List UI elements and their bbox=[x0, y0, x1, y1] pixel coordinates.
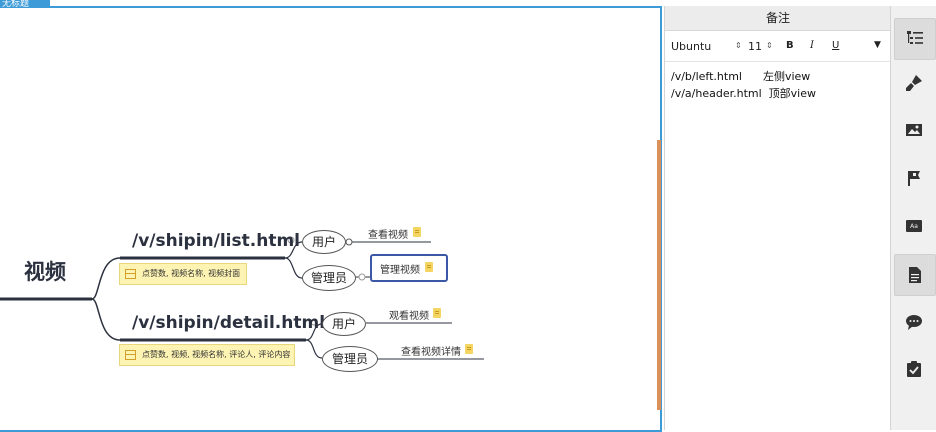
leaf-topic[interactable]: 查看视频详情 bbox=[401, 347, 461, 358]
bold-button[interactable]: B bbox=[786, 40, 794, 51]
connector-lines bbox=[0, 236, 484, 360]
font-size-spinner-icon[interactable]: ⇕ bbox=[766, 41, 773, 50]
sheet-tab[interactable]: 无标题 bbox=[0, 0, 50, 8]
leaf-topic[interactable]: 查看视频 bbox=[368, 230, 408, 241]
notes-line: /v/a/header.html 顶部view bbox=[671, 87, 816, 100]
branch-topic-detail[interactable]: /v/shipin/detail.html bbox=[132, 313, 326, 333]
underline-button[interactable]: U bbox=[832, 40, 840, 51]
flag-icon[interactable] bbox=[894, 158, 934, 198]
comment-icon[interactable] bbox=[894, 302, 934, 342]
label-icon[interactable]: Aa bbox=[894, 206, 934, 246]
font-family-spinner-icon[interactable]: ⇕ bbox=[735, 41, 742, 50]
notes-panel-title: 备注 bbox=[665, 6, 891, 31]
leaf-topic-selected[interactable]: 管理视频 bbox=[380, 265, 420, 276]
note-icon[interactable] bbox=[413, 227, 421, 237]
notes-toolbar: Ubuntu ⇕ 11 ⇕ B I U ▼ bbox=[665, 31, 891, 62]
role-node-admin[interactable]: 管理员 bbox=[302, 265, 356, 291]
italic-button[interactable]: I bbox=[810, 40, 814, 51]
outline-icon[interactable] bbox=[894, 18, 936, 60]
mindmap-canvas[interactable]: 无标题 视频 /v/shipin/list.html 点赞数, 视频名称, 视频… bbox=[0, 0, 662, 432]
selected-topic-frame[interactable] bbox=[370, 254, 448, 282]
branch-topic-list[interactable]: /v/shipin/list.html bbox=[132, 231, 300, 251]
leaf-topic[interactable]: 观看视频 bbox=[389, 311, 429, 322]
notes-editor[interactable]: /v/b/left.html 左侧view/v/a/header.html 顶部… bbox=[665, 62, 891, 108]
font-size-field[interactable]: 11 bbox=[748, 40, 762, 53]
attribute-note-text: 点赞数, 视频, 视频名称, 评论人, 评论内容 bbox=[142, 350, 291, 359]
font-family-select[interactable]: Ubuntu bbox=[671, 40, 712, 53]
image-icon[interactable] bbox=[894, 110, 934, 150]
notes-line: /v/b/left.html 左侧view bbox=[671, 70, 811, 83]
note-icon bbox=[125, 269, 136, 279]
note-icon bbox=[125, 350, 136, 360]
right-icon-bar: Aa bbox=[890, 6, 936, 430]
scroll-marker bbox=[657, 140, 661, 410]
attribute-note[interactable]: 点赞数, 视频名称, 视频封面 bbox=[119, 263, 247, 285]
notes-icon[interactable] bbox=[894, 254, 936, 296]
task-icon[interactable] bbox=[894, 349, 934, 389]
note-icon[interactable] bbox=[465, 344, 473, 354]
role-node-admin[interactable]: 管理员 bbox=[322, 346, 378, 372]
note-icon[interactable] bbox=[433, 308, 441, 318]
attribute-note-text: 点赞数, 视频名称, 视频封面 bbox=[142, 269, 241, 278]
svg-text:Aa: Aa bbox=[910, 223, 918, 230]
notes-panel: 备注 Ubuntu ⇕ 11 ⇕ B I U ▼ /v/b/left.html … bbox=[664, 6, 891, 430]
role-node-user[interactable]: 用户 bbox=[302, 230, 346, 254]
format-brush-icon[interactable] bbox=[894, 63, 934, 103]
central-topic[interactable]: 视频 bbox=[24, 260, 66, 284]
attribute-note[interactable]: 点赞数, 视频, 视频名称, 评论人, 评论内容 bbox=[119, 344, 295, 366]
more-options-chevron-down-icon[interactable]: ▼ bbox=[874, 40, 881, 50]
role-node-user[interactable]: 用户 bbox=[322, 312, 366, 336]
note-icon[interactable] bbox=[425, 262, 433, 272]
